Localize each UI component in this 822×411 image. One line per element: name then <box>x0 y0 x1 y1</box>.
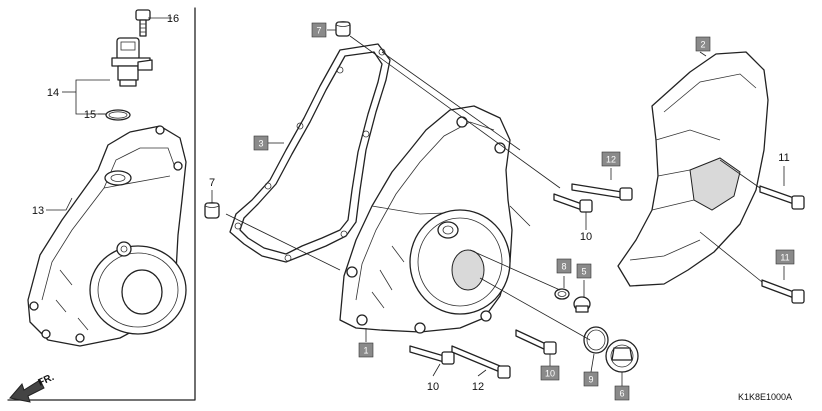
callout-badge-12-top: 12 <box>601 151 621 167</box>
svg-text:10: 10 <box>545 369 555 379</box>
bolt-10-left <box>409 345 455 365</box>
svg-text:7: 7 <box>316 26 321 36</box>
svg-text:6: 6 <box>619 389 624 399</box>
o-ring-15 <box>105 109 131 121</box>
bolt-12-top <box>571 183 633 201</box>
callout-badge-8: 8 <box>556 258 572 274</box>
cap-6 <box>605 339 639 373</box>
bolt-10-mid <box>553 193 593 213</box>
callout-13: 13 <box>32 205 44 217</box>
callout-badge-9: 9 <box>583 371 599 387</box>
callout-7-left: 7 <box>209 177 215 189</box>
generator-cover-13 <box>27 125 187 347</box>
callout-badge-3: 3 <box>253 135 269 151</box>
callout-badge-11-bottom: 11 <box>775 249 795 265</box>
callout-badge-5: 5 <box>576 263 592 279</box>
callout-15: 15 <box>84 109 96 121</box>
inset-frame <box>7 7 196 401</box>
svg-text:2: 2 <box>700 40 705 50</box>
callout-12-bottom: 12 <box>472 381 484 393</box>
callout-16: 16 <box>167 13 179 25</box>
sensor-14 <box>111 37 153 87</box>
svg-text:12: 12 <box>606 155 616 165</box>
svg-text:5: 5 <box>581 267 586 277</box>
bolt-11-bottom <box>761 279 805 304</box>
callout-10-mid: 10 <box>580 231 592 243</box>
dowel-pin-7-top <box>335 21 351 37</box>
cover-plate-2 <box>617 51 769 287</box>
leader-lines <box>46 17 785 386</box>
bolt-11-top <box>759 185 805 210</box>
callout-badge-2: 2 <box>695 36 711 52</box>
o-ring-9 <box>583 326 609 354</box>
bolt-12-bottom <box>451 345 511 379</box>
cap-5 <box>573 296 591 313</box>
gasket-3 <box>229 43 391 263</box>
callout-badge-10-right: 10 <box>540 365 560 381</box>
generator-cover-1 <box>339 105 513 334</box>
bolt-10-right <box>515 329 557 355</box>
svg-text:FR.: FR. <box>37 372 56 389</box>
svg-text:11: 11 <box>780 253 789 263</box>
svg-text:8: 8 <box>561 262 566 272</box>
callout-badge-6: 6 <box>614 385 630 401</box>
drawing-code: K1K8E1000A <box>738 392 792 402</box>
svg-text:3: 3 <box>258 139 263 149</box>
callout-badge-1: 1 <box>358 342 374 358</box>
front-direction-arrow: FR. <box>9 372 56 403</box>
callout-badge-7-top: 7 <box>311 22 327 38</box>
o-ring-8 <box>554 288 570 300</box>
callout-11-top: 11 <box>778 152 789 164</box>
callout-10-left: 10 <box>427 381 439 393</box>
sensor-bolt-16 <box>135 9 151 37</box>
callout-14: 14 <box>47 87 59 99</box>
dowel-pin-7-left <box>204 202 220 219</box>
svg-text:1: 1 <box>363 346 368 356</box>
svg-text:9: 9 <box>588 375 593 385</box>
